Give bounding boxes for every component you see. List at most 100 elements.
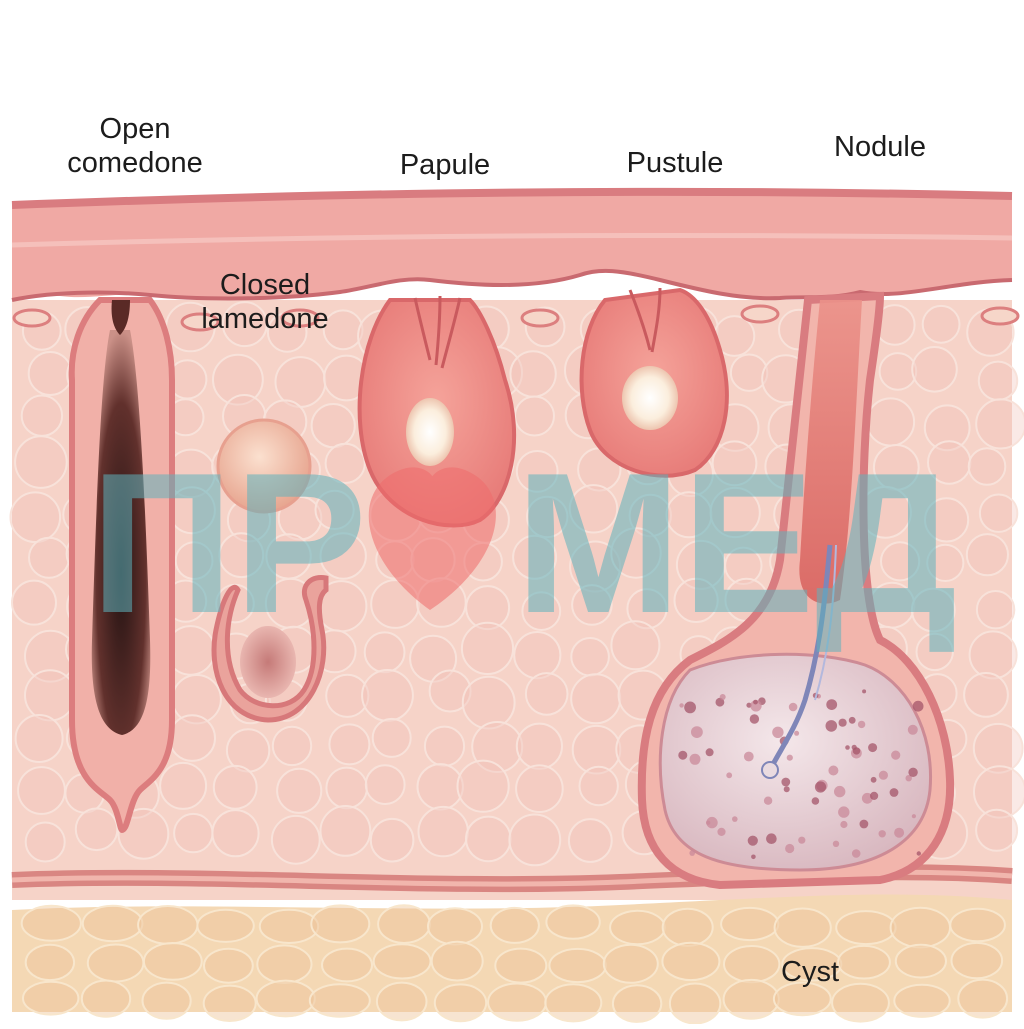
cyst-debris-dot xyxy=(717,828,725,836)
cyst-debris-dot xyxy=(833,841,839,847)
dermis-cell xyxy=(979,362,1017,400)
fat-cell xyxy=(950,909,1005,941)
label-open-comedone-line2: comedone xyxy=(40,146,230,180)
fat-cell xyxy=(257,981,315,1017)
cyst-debris-dot xyxy=(689,850,695,856)
dermis-cell xyxy=(923,306,960,343)
fat-cell xyxy=(894,985,949,1017)
cyst-debris-dot xyxy=(706,817,717,828)
fat-cell xyxy=(545,984,601,1021)
dermis-cell xyxy=(18,767,65,814)
fat-cell xyxy=(88,945,144,982)
cyst-debris-dot xyxy=(691,726,703,738)
cyst-debris-dot xyxy=(868,743,877,752)
cyst-debris-dot xyxy=(751,855,756,860)
cyst-debris-dot xyxy=(706,748,714,756)
dermis-cell xyxy=(212,810,258,856)
fat-cell xyxy=(891,908,950,948)
cyst-debris-dot xyxy=(766,833,777,844)
label-papule: Papule xyxy=(370,148,520,182)
label-closed-comedone: Closed lamedone xyxy=(180,268,350,336)
dermis-cell xyxy=(276,357,326,407)
cyst-debris-dot xyxy=(772,727,783,738)
dermis-cell xyxy=(976,810,1017,851)
fat-cell xyxy=(832,984,889,1022)
cyst-debris-dot xyxy=(862,689,866,693)
dermis-cell xyxy=(26,823,65,862)
fat-cell xyxy=(378,905,430,943)
label-open-comedone: Open comedone xyxy=(40,112,230,180)
fat-cell xyxy=(138,906,197,944)
dermis-cell xyxy=(517,724,562,769)
dermis-cell xyxy=(366,765,405,804)
dermis-cell xyxy=(419,807,468,856)
fat-cell xyxy=(546,905,599,938)
dermis-cell xyxy=(273,727,311,765)
label-nodule: Nodule xyxy=(800,130,960,164)
fat-cell xyxy=(952,943,1003,978)
dermis-cell xyxy=(29,538,69,578)
fat-cell xyxy=(204,986,256,1021)
cyst-debris-dot xyxy=(794,731,799,736)
fat-cell xyxy=(260,910,318,943)
dermis-cell xyxy=(731,355,767,391)
cyst-debris-dot xyxy=(860,820,869,829)
cyst-debris-dot xyxy=(871,777,877,783)
cyst-debris-dot xyxy=(787,755,793,761)
cyst-debris-dot xyxy=(917,851,921,855)
cyst-debris-dot xyxy=(679,703,683,707)
fat-cell xyxy=(775,909,831,947)
cyst-debris-dot xyxy=(838,806,849,817)
dermis-cell xyxy=(160,763,206,809)
fat-cell xyxy=(958,980,1007,1018)
fat-cell xyxy=(204,949,253,983)
dermis-cell xyxy=(15,436,67,488)
dermis-cell xyxy=(29,352,72,395)
dermis-cell xyxy=(463,677,515,729)
fat-cell xyxy=(428,908,482,944)
fat-cell xyxy=(662,943,719,980)
dermis-cell xyxy=(509,815,560,866)
cyst-debris-dot xyxy=(849,717,856,724)
cyst-debris-dot xyxy=(785,844,794,853)
cyst-debris-dot xyxy=(798,837,805,844)
fat-cell xyxy=(896,945,946,978)
fat-cell xyxy=(143,983,191,1019)
fat-cell xyxy=(663,909,713,946)
dermis-cell xyxy=(272,816,320,864)
cyst-debris-dot xyxy=(912,814,916,818)
dermis-cell xyxy=(970,631,1017,678)
fat-cell xyxy=(721,908,778,940)
fat-cell xyxy=(488,984,546,1021)
dermis-cell xyxy=(169,715,215,761)
label-closed-comedone-line1: Closed xyxy=(180,268,350,302)
fat-cell xyxy=(374,944,431,978)
cyst-debris-dot xyxy=(744,752,754,762)
cyst-debris-dot xyxy=(726,772,732,778)
dermis-cell xyxy=(321,806,371,856)
dermis-cell xyxy=(969,448,1006,485)
dermis-cell xyxy=(371,819,414,862)
cyst-debris-dot xyxy=(890,788,899,797)
cyst-debris-dot xyxy=(853,747,860,754)
fat-cell xyxy=(613,985,661,1022)
fat-cell xyxy=(311,905,369,942)
dermis-cell xyxy=(362,670,413,721)
fat-cell xyxy=(836,911,895,944)
label-cyst: Cyst xyxy=(740,955,880,989)
fat-cell xyxy=(22,906,81,941)
cyst-debris-dot xyxy=(879,771,888,780)
dermis-cell xyxy=(964,673,1008,717)
fat-cell xyxy=(377,983,427,1021)
fat-cell xyxy=(549,949,605,982)
fat-cell xyxy=(197,910,253,942)
capillary-loop xyxy=(742,306,778,322)
cyst-debris-dot xyxy=(894,828,904,838)
dermis-cell xyxy=(214,766,257,809)
cyst-debris-dot xyxy=(750,714,759,723)
cyst-debris-dot xyxy=(828,766,838,776)
dermis-cell xyxy=(277,769,321,813)
dermis-cell xyxy=(569,819,612,862)
cyst-debris-dot xyxy=(764,797,772,805)
cyst-debris-dot xyxy=(720,694,726,700)
